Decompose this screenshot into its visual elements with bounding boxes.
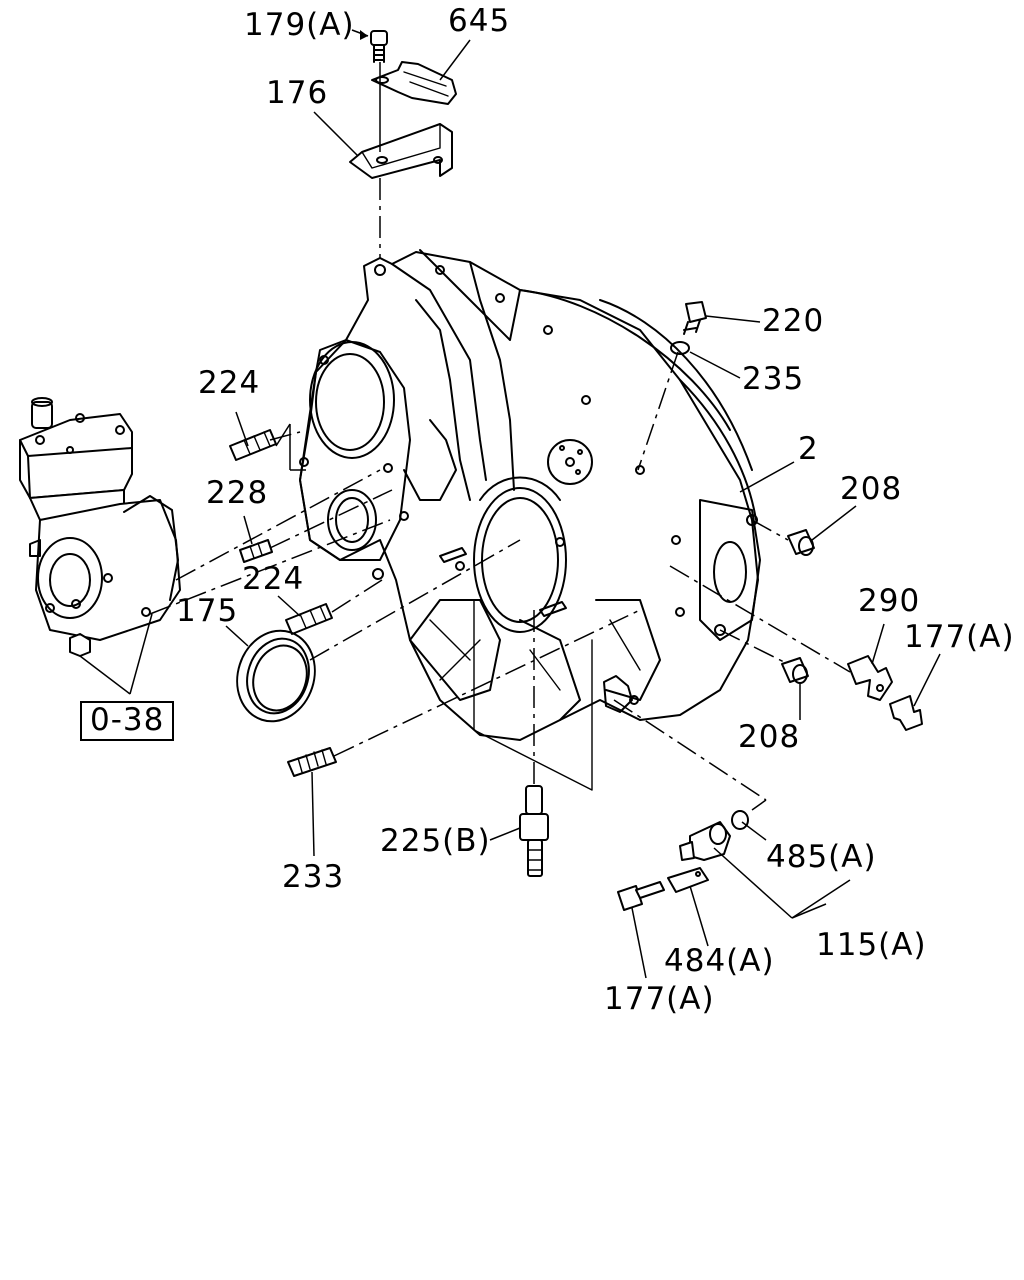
label-220: 220 <box>762 303 825 339</box>
label-208-upper: 208 <box>840 471 903 507</box>
studs <box>229 429 333 635</box>
plug-225b <box>519 785 549 877</box>
oil-seal <box>236 629 316 723</box>
label-177a-bottom: 177(A) <box>604 981 715 1017</box>
label-179a: 179(A) <box>244 7 355 43</box>
label-177a-right: 177(A) <box>904 619 1015 655</box>
label-290: 290 <box>858 583 921 619</box>
label-175: 175 <box>176 593 239 629</box>
label-225b: 225(B) <box>380 823 491 859</box>
label-224-upper: 224 <box>198 365 261 401</box>
label-176: 176 <box>266 75 329 111</box>
bushings-208 <box>781 529 815 684</box>
leader-lines <box>79 29 941 979</box>
label-2: 2 <box>798 431 819 467</box>
label-645: 645 <box>448 3 511 39</box>
air-compressor <box>19 397 181 657</box>
label-484a: 484(A) <box>664 943 775 979</box>
stud-233 <box>287 747 337 777</box>
label-0-38-reference-box: 0-38 <box>80 701 175 741</box>
bolt-220 <box>670 301 707 355</box>
fitting-290 <box>847 655 923 731</box>
bracket-assembly <box>349 30 457 262</box>
label-233: 233 <box>282 859 345 895</box>
label-224-lower: 224 <box>242 561 305 597</box>
label-485a: 485(A) <box>766 839 877 875</box>
sensor-115a <box>617 810 749 911</box>
label-115a: 115(A) <box>816 927 927 963</box>
alignment-lines <box>149 351 851 801</box>
label-235: 235 <box>742 361 805 397</box>
flywheel-housing <box>299 249 761 791</box>
label-228: 228 <box>206 475 269 511</box>
label-208-lower: 208 <box>738 719 801 755</box>
